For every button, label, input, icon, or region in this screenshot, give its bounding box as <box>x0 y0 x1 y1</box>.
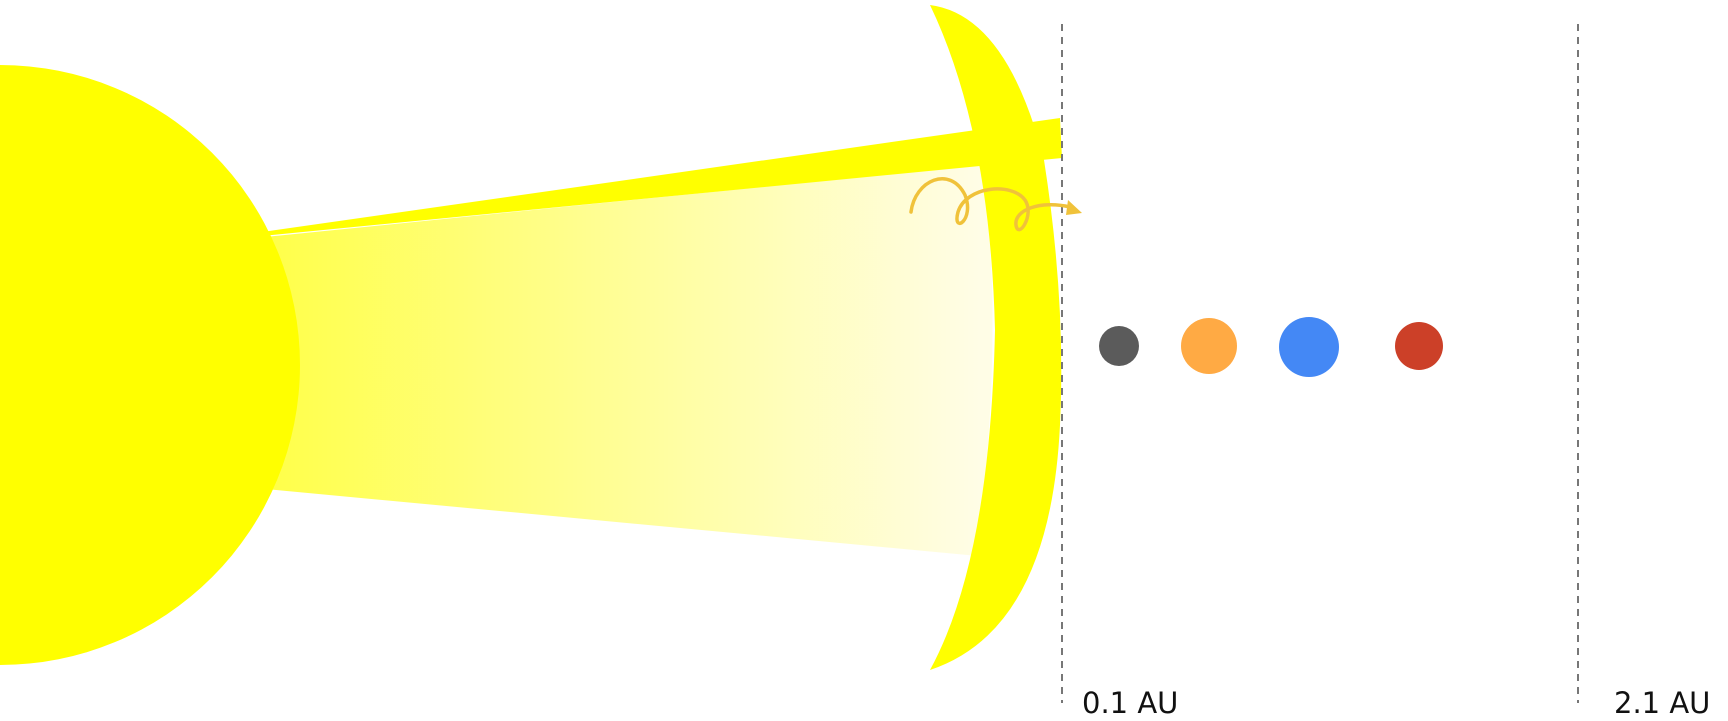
planet-mars <box>1395 322 1443 370</box>
planet-earth <box>1279 317 1339 377</box>
inner-boundary-label: 0.1 AU <box>1082 686 1179 720</box>
planet-venus <box>1181 318 1237 374</box>
sun <box>0 65 300 665</box>
bright-ray <box>262 118 1062 236</box>
planet-mercury <box>1099 326 1139 366</box>
shell-arc <box>930 5 1062 670</box>
outer-boundary-label: 2.1 AU <box>1614 686 1711 720</box>
curly-arrow-icon <box>909 177 1072 232</box>
radiation-beam <box>255 165 993 556</box>
arrowhead-icon <box>1066 200 1082 215</box>
